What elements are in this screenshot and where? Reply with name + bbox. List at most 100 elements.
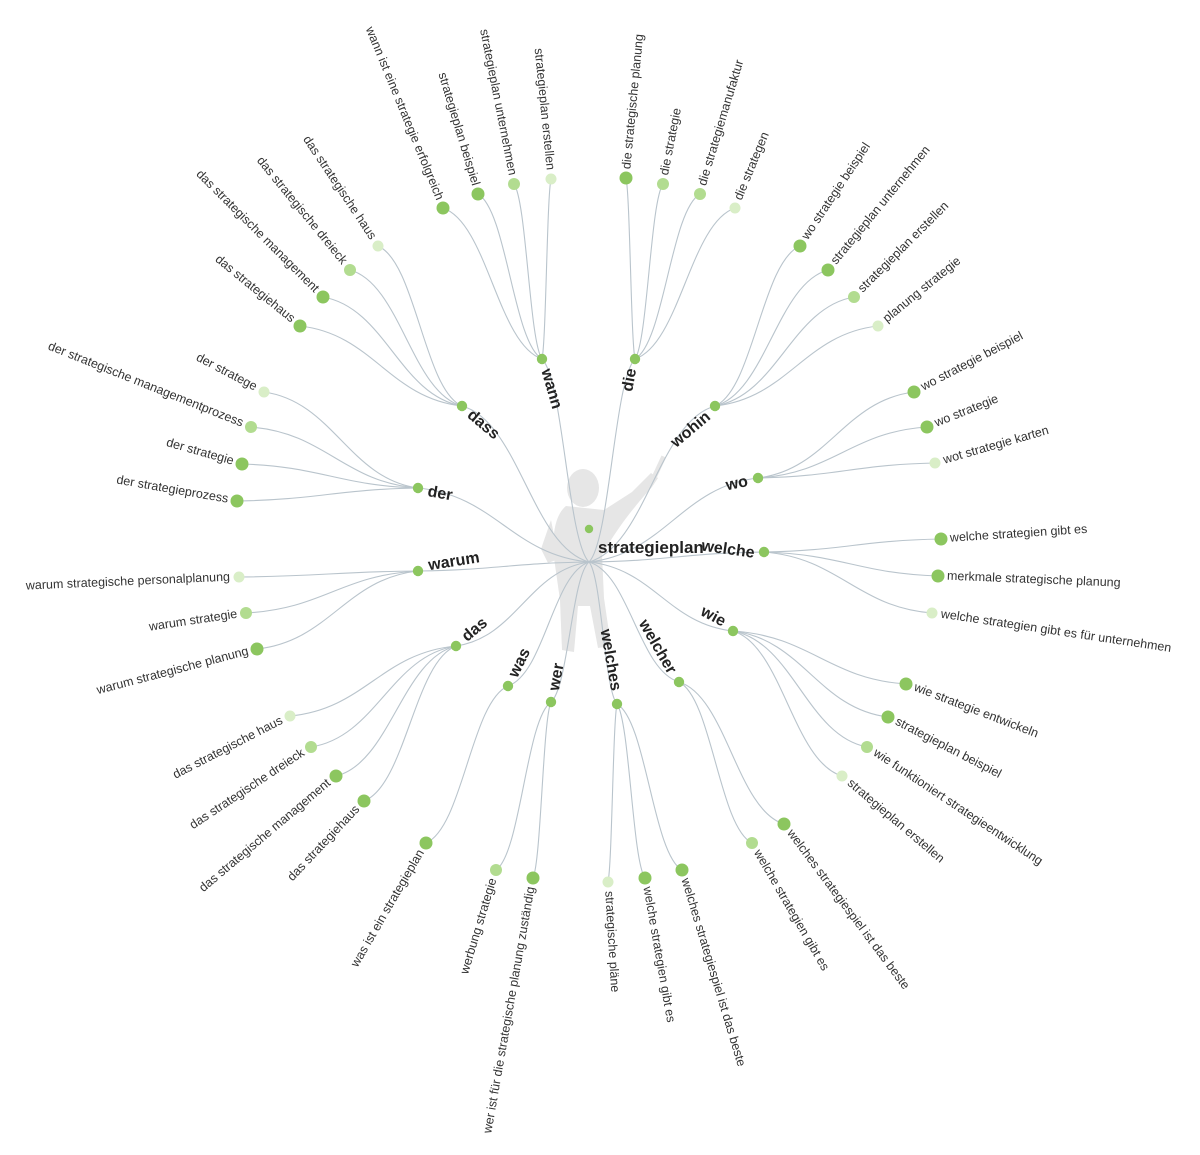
- branch-node-was[interactable]: [502, 680, 514, 692]
- edge-welcher-0: [678, 681, 785, 825]
- edge-die-2: [634, 193, 701, 360]
- edge-wann-3: [541, 178, 552, 360]
- edge-root-wohin: [588, 405, 716, 563]
- edge-die-0: [625, 177, 636, 360]
- leaf-node-warum-2[interactable]: [233, 571, 245, 583]
- leaf-node-wo-2[interactable]: [929, 457, 941, 469]
- leaf-node-welcher-1[interactable]: [746, 837, 758, 849]
- branch-node-warum[interactable]: [412, 565, 424, 577]
- leaf-node-wo-0[interactable]: [907, 385, 921, 399]
- leaf-node-wohin-2[interactable]: [848, 291, 860, 303]
- leaf-node-welche-1[interactable]: [931, 569, 945, 583]
- leaf-node-wer-1[interactable]: [490, 864, 502, 876]
- edge-welches-1: [616, 703, 646, 879]
- leaf-node-welche-0[interactable]: [934, 532, 948, 546]
- branch-label-wer: wer: [546, 662, 568, 693]
- leaf-node-was-0[interactable]: [419, 836, 433, 850]
- root-node[interactable]: [584, 524, 594, 534]
- nodes-layer: [230, 171, 948, 888]
- leaf-node-wohin-0[interactable]: [793, 239, 807, 253]
- edge-root-welche: [588, 551, 765, 563]
- branch-label-das: das: [459, 614, 491, 645]
- leaf-node-das-2[interactable]: [305, 741, 317, 753]
- branch-label-wohin: wohin: [667, 408, 714, 451]
- branch-node-das[interactable]: [450, 640, 462, 652]
- leaf-node-die-2[interactable]: [694, 188, 706, 200]
- leaf-node-welches-2[interactable]: [602, 876, 614, 888]
- leaf-node-welches-0[interactable]: [675, 863, 689, 877]
- branch-node-welches[interactable]: [611, 698, 623, 710]
- edge-root-das: [455, 561, 590, 647]
- edge-warum-2: [238, 570, 419, 578]
- leaf-node-wo-1[interactable]: [920, 420, 934, 434]
- leaf-node-wann-3[interactable]: [545, 173, 557, 185]
- edge-welche-0: [763, 538, 942, 553]
- leaf-node-wie-1[interactable]: [881, 710, 895, 724]
- leaf-node-der-2[interactable]: [245, 421, 257, 433]
- leaf-node-die-1[interactable]: [657, 178, 669, 190]
- edge-das-1: [335, 645, 457, 777]
- leaf-node-wie-2[interactable]: [861, 741, 873, 753]
- branch-node-wie[interactable]: [727, 625, 739, 637]
- leaf-node-die-0[interactable]: [619, 171, 633, 185]
- leaf-node-wann-0[interactable]: [436, 201, 450, 215]
- edge-dass-3: [377, 245, 463, 407]
- leaf-node-welches-1[interactable]: [638, 871, 652, 885]
- leaf-node-wie-0[interactable]: [899, 677, 913, 691]
- leaf-node-dass-0[interactable]: [293, 319, 307, 333]
- edge-wann-1: [477, 193, 543, 360]
- leaf-label-warum-2: warum strategische personalplanung: [25, 570, 231, 593]
- leaf-node-wann-1[interactable]: [471, 187, 485, 201]
- leaf-node-die-3[interactable]: [729, 202, 741, 214]
- leaf-node-der-1[interactable]: [235, 457, 249, 471]
- branch-node-welche[interactable]: [758, 546, 770, 558]
- branch-node-wohin[interactable]: [709, 400, 721, 412]
- edge-wie-1: [732, 630, 889, 718]
- leaf-node-welche-2[interactable]: [926, 607, 938, 619]
- branch-node-wann[interactable]: [536, 353, 548, 365]
- leaf-label-die-0: die strategische planung: [619, 33, 646, 169]
- leaf-label-wer-1: werbung strategie: [457, 876, 499, 976]
- edge-root-wann: [541, 358, 590, 563]
- leaf-node-das-1[interactable]: [329, 769, 343, 783]
- leaf-node-wohin-3[interactable]: [872, 320, 884, 332]
- branch-label-dass: dass: [464, 407, 503, 444]
- leaf-node-wohin-1[interactable]: [821, 263, 835, 277]
- branch-node-die[interactable]: [629, 353, 641, 365]
- edge-wann-2: [513, 183, 543, 360]
- leaf-label-wann-2: strategieplan unternehmen: [477, 28, 520, 177]
- leaf-label-welcher-0: welches strategiespiel ist das beste: [784, 826, 913, 992]
- branch-node-dass[interactable]: [456, 400, 468, 412]
- leaf-node-dass-1[interactable]: [316, 290, 330, 304]
- branch-node-welcher[interactable]: [673, 676, 685, 688]
- edge-root-welcher: [588, 561, 680, 683]
- leaf-node-wann-2[interactable]: [508, 178, 520, 190]
- branch-label-warum: warum: [426, 549, 481, 574]
- edge-welches-2: [607, 703, 618, 883]
- branch-node-wer[interactable]: [545, 696, 557, 708]
- leaf-node-das-3[interactable]: [284, 710, 296, 722]
- leaf-node-wie-3[interactable]: [836, 770, 848, 782]
- branch-label-die: die: [619, 367, 640, 393]
- leaf-node-dass-2[interactable]: [344, 264, 356, 276]
- edge-wohin-2: [714, 296, 855, 407]
- leaf-node-dass-3[interactable]: [372, 240, 384, 252]
- leaf-node-wer-0[interactable]: [526, 871, 540, 885]
- branch-node-wo[interactable]: [752, 472, 764, 484]
- leaf-node-das-0[interactable]: [357, 794, 371, 808]
- leaf-label-wo-1: wo strategie: [932, 391, 1001, 429]
- edge-dass-0: [299, 325, 463, 407]
- edge-die-3: [634, 207, 736, 360]
- leaf-node-warum-0[interactable]: [250, 642, 264, 656]
- branch-label-der: der: [426, 483, 453, 504]
- edge-wohin-0: [714, 245, 801, 407]
- leaf-label-wann-0: wann ist eine strategie erfolgreich: [362, 24, 446, 202]
- branch-label-wann: wann: [537, 366, 565, 411]
- leaf-node-welcher-0[interactable]: [777, 817, 791, 831]
- leaf-node-der-0[interactable]: [230, 494, 244, 508]
- branch-node-der[interactable]: [412, 482, 424, 494]
- leaf-node-warum-1[interactable]: [240, 607, 252, 619]
- branch-label-was: was: [505, 645, 534, 681]
- root-label: strategieplan: [598, 538, 704, 557]
- leaf-node-der-3[interactable]: [258, 386, 270, 398]
